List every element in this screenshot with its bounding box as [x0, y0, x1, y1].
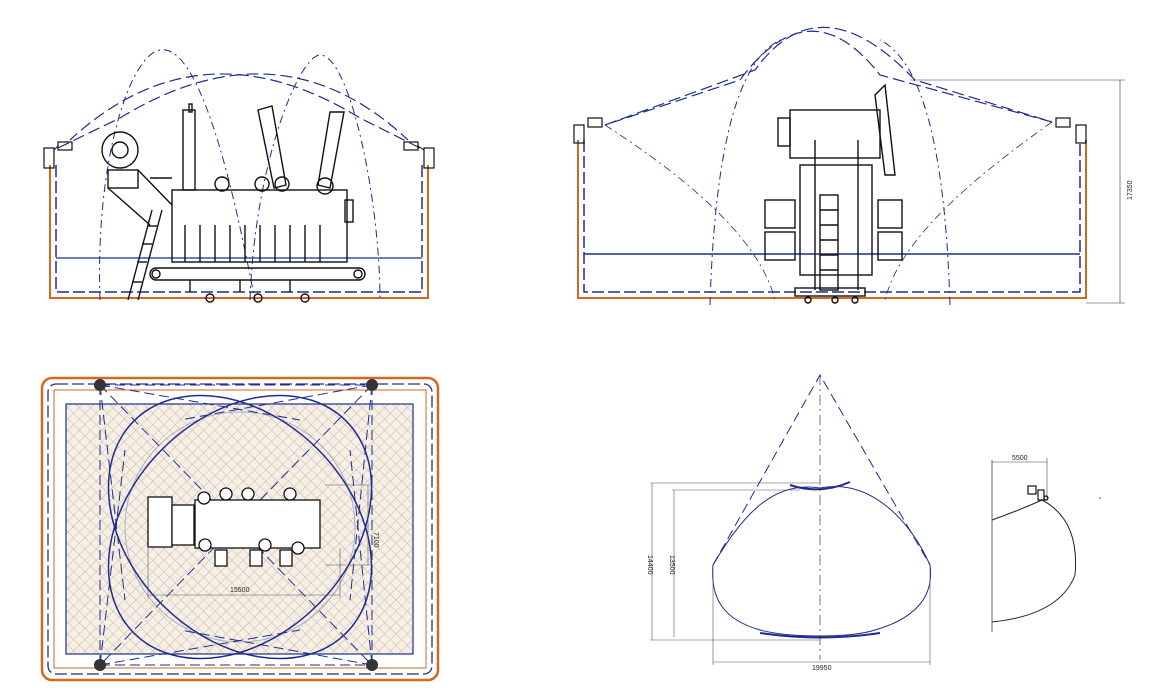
plan-width-label: 15500 — [230, 587, 250, 594]
coverage-ellipse — [107, 394, 373, 660]
detail-curve — [991, 499, 1077, 623]
zone-boundary-bold — [759, 632, 881, 639]
zone-height-inner-label: 13500 — [668, 555, 675, 575]
protection-arc — [884, 121, 1053, 301]
protection-arc — [99, 49, 256, 301]
ground-conductor-orange — [49, 165, 429, 299]
protection-arc — [604, 26, 1053, 126]
corner-rod — [94, 379, 378, 671]
lightning-rod-left — [43, 141, 73, 169]
coverage-circle — [124, 411, 356, 643]
ground-conductor-orange — [577, 140, 1087, 299]
protection-arc — [57, 73, 409, 149]
zone-boundary — [712, 486, 932, 637]
zone-boundary-bold — [789, 481, 851, 491]
protection-arc — [69, 73, 421, 149]
side-height-label: 17350 — [1127, 180, 1134, 200]
side-elevation-panel: 17350 — [573, 26, 1134, 306]
plan-dimension — [147, 484, 372, 598]
ground-conductor-navy — [583, 140, 1081, 293]
plan-view-panel: 15500 7100 — [40, 376, 440, 682]
ground-grid-outer — [40, 376, 440, 682]
detail-top-label: 5500 — [1012, 455, 1028, 462]
detail-view-panel: 5500 — [991, 455, 1101, 632]
height-dimension: 17350 — [910, 79, 1134, 304]
fence-line — [53, 389, 427, 669]
coverage-ellipse — [107, 394, 373, 660]
protection-arc — [879, 39, 951, 306]
protection-arc — [604, 30, 1053, 126]
zone-width-label: 19950 — [812, 665, 832, 672]
plan-height-label: 7100 — [372, 532, 379, 548]
front-elevation-panel — [43, 49, 435, 303]
zone-dimensions — [650, 482, 931, 665]
ground-conductor-navy — [55, 165, 423, 293]
stray-point — [1099, 497, 1101, 499]
protection-zone-panel: 14400 13500 19950 — [646, 373, 932, 672]
protection-arc — [604, 124, 776, 301]
ground-grid-inner — [47, 383, 433, 675]
protection-arc — [249, 54, 381, 301]
lightning-rod-right — [403, 141, 435, 169]
detail-rod — [1027, 485, 1049, 501]
lightning-rod-left — [573, 117, 603, 144]
zone-cone — [712, 373, 931, 566]
zone-height-outer-label: 14400 — [646, 555, 653, 575]
transformer-plan — [147, 487, 321, 567]
transformer-side — [764, 83, 903, 304]
protection-arc — [709, 39, 781, 306]
lightning-rod-right — [1055, 117, 1087, 144]
transformer-front — [101, 103, 366, 303]
